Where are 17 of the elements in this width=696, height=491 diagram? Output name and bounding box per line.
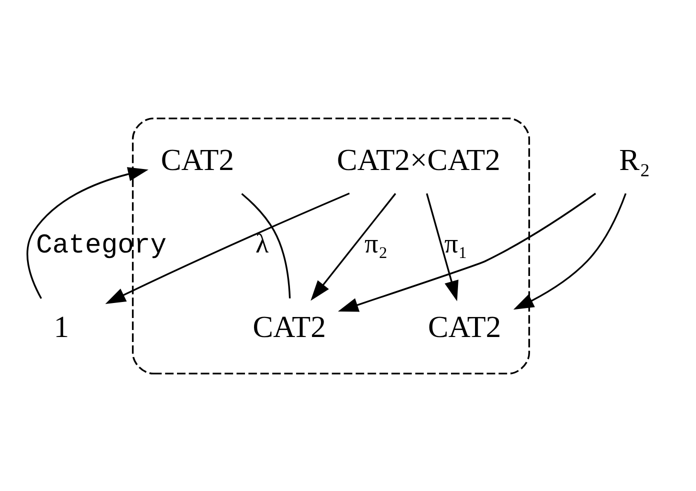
connector [241, 192, 291, 298]
arrow [310, 192, 396, 300]
node-text: 1 [54, 309, 70, 344]
node-text: CAT2 [252, 309, 326, 344]
node-text: CAT2×CAT2 [336, 142, 500, 177]
arrow [513, 192, 626, 310]
node-text: CAT2 [428, 309, 502, 344]
edge-label: λ [255, 228, 269, 258]
arrow [338, 192, 596, 312]
arrow [105, 192, 350, 304]
edge-label: π₁ [444, 228, 468, 258]
arrow [26, 166, 148, 298]
edge-label: Category [36, 230, 167, 261]
arrow [426, 192, 458, 301]
edge-label: π₂ [364, 228, 388, 258]
node-text: R₂ [619, 142, 650, 177]
node-text: CAT2 [160, 142, 234, 177]
